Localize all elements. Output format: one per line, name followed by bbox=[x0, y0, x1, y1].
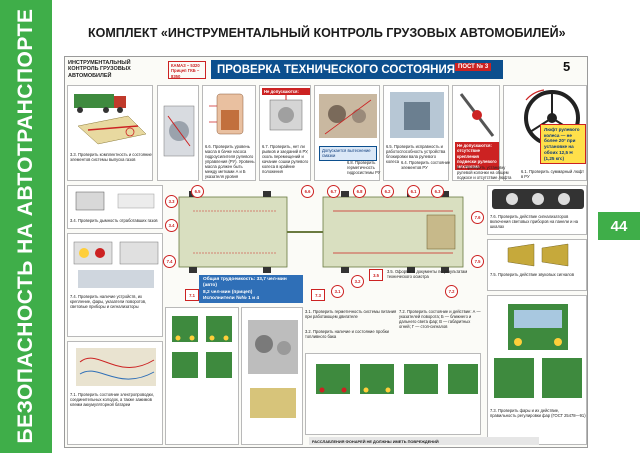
smoke-meter-illustration bbox=[75, 191, 155, 211]
caption-7-3: 7.3. Проверить фары и их действие, прави… bbox=[490, 408, 586, 418]
truck-illustration bbox=[74, 94, 147, 145]
poster-header: ИНСТРУМЕНТАЛЬНЫЙ КОНТРОЛЬ ГРУЗОВЫХ АВТОМ… bbox=[65, 57, 587, 83]
marker-6-5: 6.5 bbox=[191, 185, 204, 198]
block-dashboard: 7.6. Проверить действие сигнализаторов в… bbox=[487, 185, 587, 235]
note-wheel-play-limit: Люфт рулевого колеса — не более 20° при … bbox=[540, 124, 586, 165]
marker-7-6: 7.6 bbox=[471, 211, 484, 224]
labor-executors: Исполнители №№ 1 и 4 bbox=[203, 296, 260, 302]
block-smoke: 3.4. Проверить дымность отработавших газ… bbox=[67, 185, 163, 229]
vehicle-model-trailer: Прицеп ГКБ – 8350 bbox=[171, 68, 200, 79]
post-number: ПОСТ № 3 bbox=[455, 63, 492, 71]
sidebar-band: БЕЗОПАСНОСТЬ НА АВТОТРАНСПОРТЕ bbox=[0, 0, 52, 453]
sidebar-title: БЕЗОПАСНОСТЬ НА АВТОТРАНСПОРТЕ bbox=[14, 8, 37, 444]
fluid-reservoir-illustration bbox=[209, 93, 244, 135]
vehicle-model-box: КАМАЗ – 5320 Прицеп ГКБ – 8350 bbox=[168, 61, 206, 79]
marker-3-2: 3.2 bbox=[351, 275, 364, 288]
labor-trailer: 8,2 чел-мин (прицеп) bbox=[203, 289, 253, 295]
marker-6-8: 6.8 bbox=[353, 185, 366, 198]
caption-6-8: 6.8. Проверить герметичность гидросистем… bbox=[347, 160, 381, 175]
marker-6-1: 6.1 bbox=[407, 185, 420, 198]
block-front-views bbox=[165, 307, 239, 445]
wiring-illustration bbox=[76, 348, 156, 386]
marker-7-4: 7.4 bbox=[163, 255, 176, 268]
block-wheel-play: Люфт рулевого колеса — не более 20° при … bbox=[503, 85, 587, 181]
labor-info-box: Общая трудоемкость: 33,7 чел-мин (авто) … bbox=[199, 275, 303, 303]
caption-6-2: 6.2. Проверить установку рулевой колонки… bbox=[457, 165, 512, 180]
poster-title-box: ПРОВЕРКА ТЕХНИЧЕСКОГО СОСТОЯНИЯ ПОСТ № 3 bbox=[211, 60, 503, 79]
truck-rear-views bbox=[316, 364, 478, 394]
marker-3-4: 3.4 bbox=[165, 219, 178, 232]
caption-7-6: 7.6. Проверить действие сигнализаторов в… bbox=[490, 214, 579, 229]
block-fuel-engine bbox=[241, 307, 303, 445]
block-rear-views bbox=[305, 353, 481, 435]
block-horn: 7.5. Проверить действие звуковых сигнало… bbox=[487, 239, 587, 291]
page-number-badge: 44 bbox=[598, 212, 640, 240]
chassis-diagram bbox=[178, 191, 464, 273]
marker-6-3: 6.3 bbox=[431, 185, 444, 198]
marker-3-5: 3.5 bbox=[369, 269, 383, 281]
poster-number: 5 bbox=[563, 59, 571, 74]
note-not-allowed: Не допускаются: bbox=[262, 88, 310, 96]
poster-title: ПРОВЕРКА ТЕХНИЧЕСКОГО СОСТОЯНИЯ bbox=[217, 63, 455, 76]
block-wiring: 7.1. Проверить состояние электропроводки… bbox=[67, 341, 163, 445]
marker-6-2: 6.2 bbox=[381, 185, 394, 198]
caption-3-4: 3.4. Проверить дымность отработавших газ… bbox=[70, 218, 158, 223]
caption-7-1: 7.1. Проверить состояние электропроводки… bbox=[70, 392, 154, 407]
steering-mount-illustration bbox=[390, 92, 444, 138]
marker-3-1: 3.1 bbox=[331, 285, 344, 298]
caption-3-2: 3.2. Проверить наличие и состояние пробк… bbox=[305, 329, 389, 339]
marker-6-7: 6.7 bbox=[327, 185, 340, 198]
caption-6-6: 6.6. Проверить уровень масла в бачке нас… bbox=[205, 144, 255, 179]
block-engine-bay: Допускается вытеснение смазки bbox=[314, 85, 380, 181]
steering-gear-illustration bbox=[269, 90, 303, 131]
caption-6-5: 6.5. Проверить исправность и работоспосо… bbox=[386, 144, 446, 164]
block-fluid: 6.6. Проверить уровень масла в бачке нас… bbox=[202, 85, 256, 181]
note-no-mount: Не допускаются: отсутствие крепления под… bbox=[455, 142, 499, 171]
block-linkage: Не допускаются: отсутствие крепления под… bbox=[452, 85, 500, 181]
headlight-adjust-illustration bbox=[494, 304, 582, 398]
lights-illustration bbox=[73, 241, 159, 288]
steering-linkage-illustration bbox=[459, 93, 495, 137]
marker-6-6: 6.6 bbox=[301, 185, 314, 198]
caption-7-4: 7.4. Проверить наличие устройств, их кре… bbox=[70, 294, 147, 309]
caption-3-3: 3.3. Проверить комплектность и состояние… bbox=[70, 152, 152, 162]
marker-3-3: 3.3 bbox=[165, 195, 178, 208]
caption-3-5: 3.5. Оформить документы по результатам т… bbox=[387, 269, 468, 279]
vehicle-model-truck: КАМАЗ – 5320 bbox=[171, 63, 200, 68]
marker-7-3: 7.3 bbox=[311, 289, 325, 301]
caption-3-1: 3.1. Проверить герметичность системы пит… bbox=[305, 309, 397, 319]
dashboard-illustration bbox=[492, 189, 584, 209]
poster-org-title: ИНСТРУМЕНТАЛЬНЫЙ КОНТРОЛЬ ГРУЗОВЫХ АВТОМ… bbox=[68, 60, 131, 79]
caption-6-1: 6.1. Проверить суммарный люфт в РУ bbox=[521, 169, 585, 179]
horn-illustration bbox=[507, 243, 569, 267]
marker-7-2: 7.2 bbox=[445, 285, 458, 298]
page-title: КОМПЛЕКТ «ИНСТРУМЕНТАЛЬНЫЙ КОНТРОЛЬ ГРУЗ… bbox=[88, 26, 566, 40]
marker-7-5: 7.5 bbox=[471, 255, 484, 268]
note-grease: Допускается вытеснение смазки bbox=[319, 146, 377, 161]
engine-bay-illustration bbox=[319, 94, 377, 138]
caption-7-5: 7.5. Проверить действие звуковых сигнало… bbox=[490, 272, 574, 277]
poster: ИНСТРУМЕНТАЛЬНЫЙ КОНТРОЛЬ ГРУЗОВЫХ АВТОМ… bbox=[64, 56, 588, 448]
block-steering-play: Не допускаются: 6.7. Проверить, нет ли р… bbox=[259, 85, 311, 181]
labor-truck: Общая трудоемкость: 33,7 чел-мин (авто) bbox=[203, 277, 287, 289]
truck-front-views bbox=[172, 316, 232, 378]
block-steering-mount: 6.5. Проверить исправность и работоспосо… bbox=[383, 85, 449, 181]
caption-6-7: 6.7. Проверить, нет ли рывков и заеданий… bbox=[262, 144, 309, 174]
block-headlights: 7.3. Проверить фары и их действие, прави… bbox=[487, 295, 587, 445]
block-lights: 7.4. Проверить наличие устройств, их кре… bbox=[67, 233, 163, 337]
clamp-illustration bbox=[163, 105, 195, 157]
block-clamp bbox=[157, 85, 199, 181]
marker-7-1: 7.1 bbox=[185, 289, 199, 301]
caption-6-4: 6.4. Проверить состояние элементов РУ bbox=[401, 160, 451, 170]
caption-7-2: 7.2. Проверить состояние и действие: А —… bbox=[399, 309, 481, 329]
bottom-warning-bar: РАССЛАБЛЕНИЯ ФОНАРЕЙ НЕ ДОЛЖНЫ ИМЕТЬ ПОВ… bbox=[309, 437, 539, 445]
fuel-system-illustration bbox=[248, 320, 298, 418]
block-exhaust: 3.3. Проверить комплектность и состояние… bbox=[67, 85, 153, 181]
